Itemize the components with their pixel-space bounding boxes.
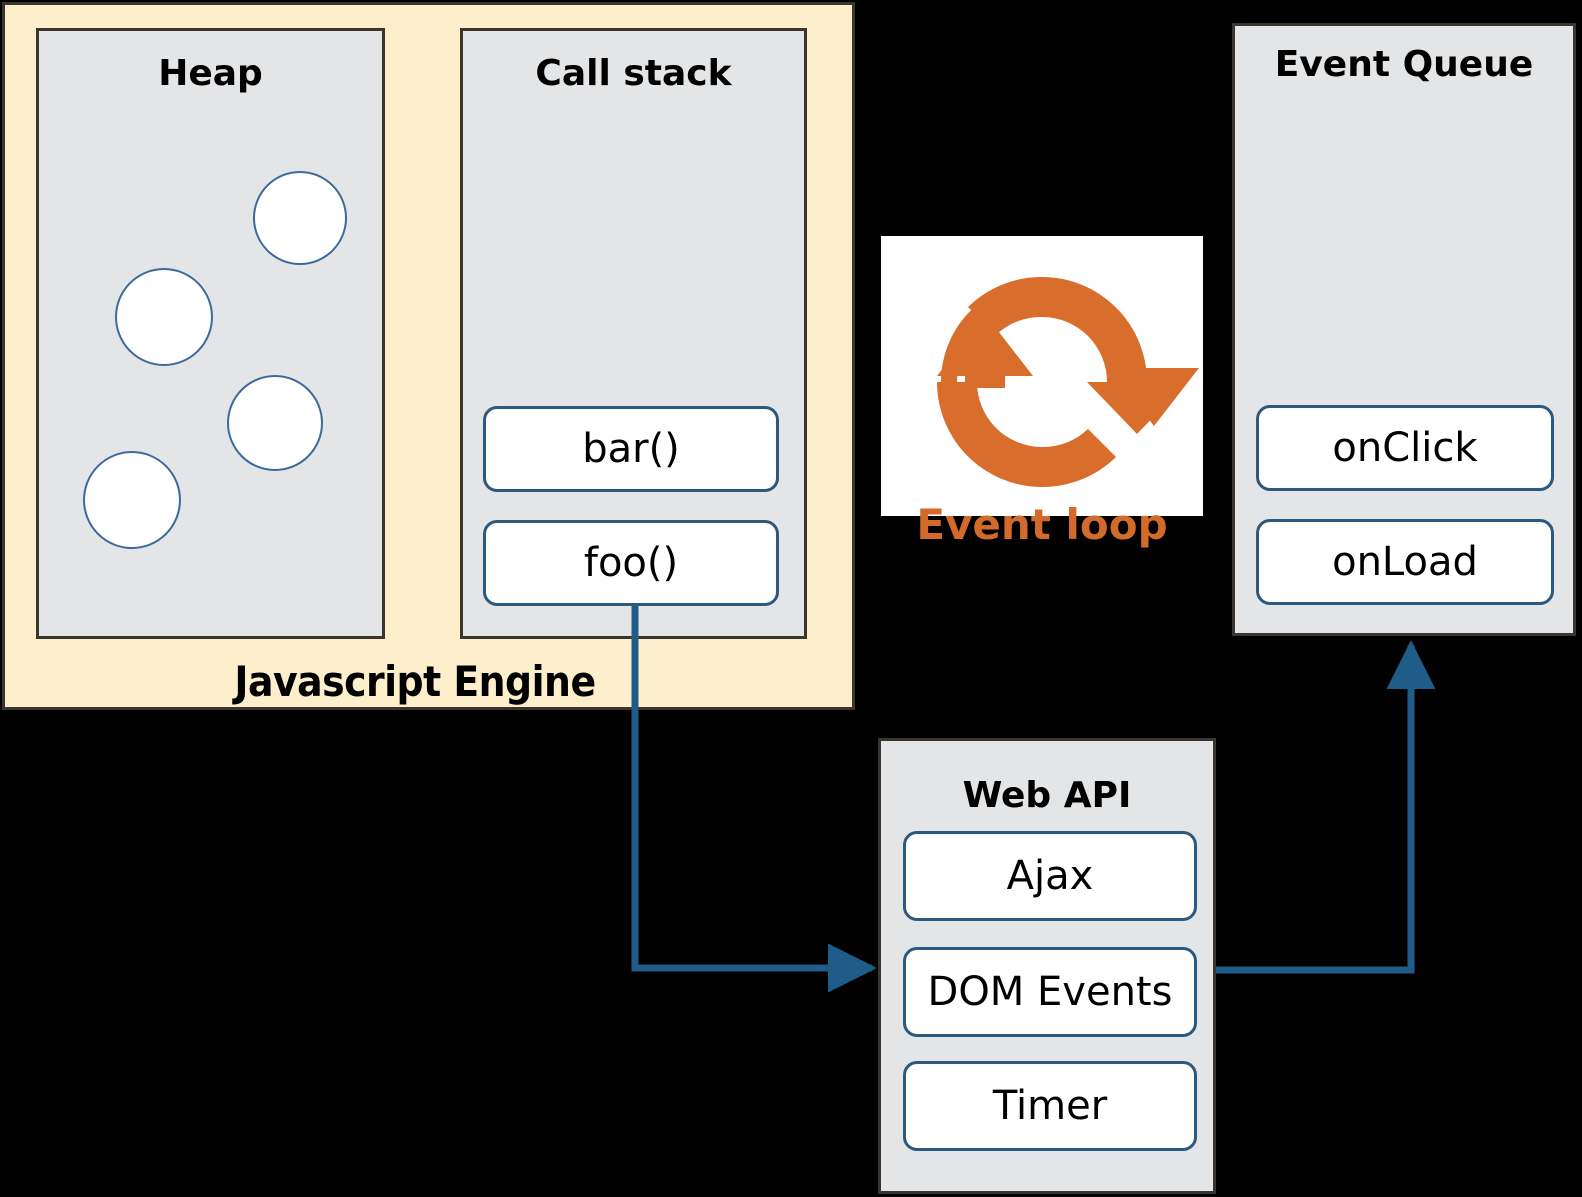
heap-title: Heap [158, 53, 263, 94]
event-queue-item-onclick[interactable]: onClick [1256, 405, 1554, 491]
heap-object-1 [253, 171, 347, 265]
event-queue-title: Event Queue [1274, 44, 1534, 85]
heap-object-2 [115, 268, 213, 366]
call-stack-frame-foo[interactable]: foo() [483, 520, 779, 606]
web-api-item-ajax[interactable]: Ajax [903, 831, 1197, 921]
web-api-item-dom-events[interactable]: DOM Events [903, 947, 1197, 1037]
event-loop-card [881, 236, 1203, 516]
call-stack-frame-bar[interactable]: bar() [483, 406, 779, 492]
call-stack-title: Call stack [535, 53, 732, 94]
heap-object-3 [227, 375, 323, 471]
heap-object-4 [83, 451, 181, 549]
connector-webapi-to-eventqueue [1216, 640, 1436, 974]
refresh-cycle-icon [937, 276, 1199, 488]
web-api-item-timer[interactable]: Timer [903, 1061, 1197, 1151]
javascript-engine-label: Javascript Engine [234, 657, 596, 706]
event-queue-item-onload[interactable]: onLoad [1256, 519, 1554, 605]
heap-box: Heap [36, 28, 385, 639]
event-loop-caption: Event loop [916, 500, 1168, 549]
web-api-title: Web API [962, 775, 1132, 816]
